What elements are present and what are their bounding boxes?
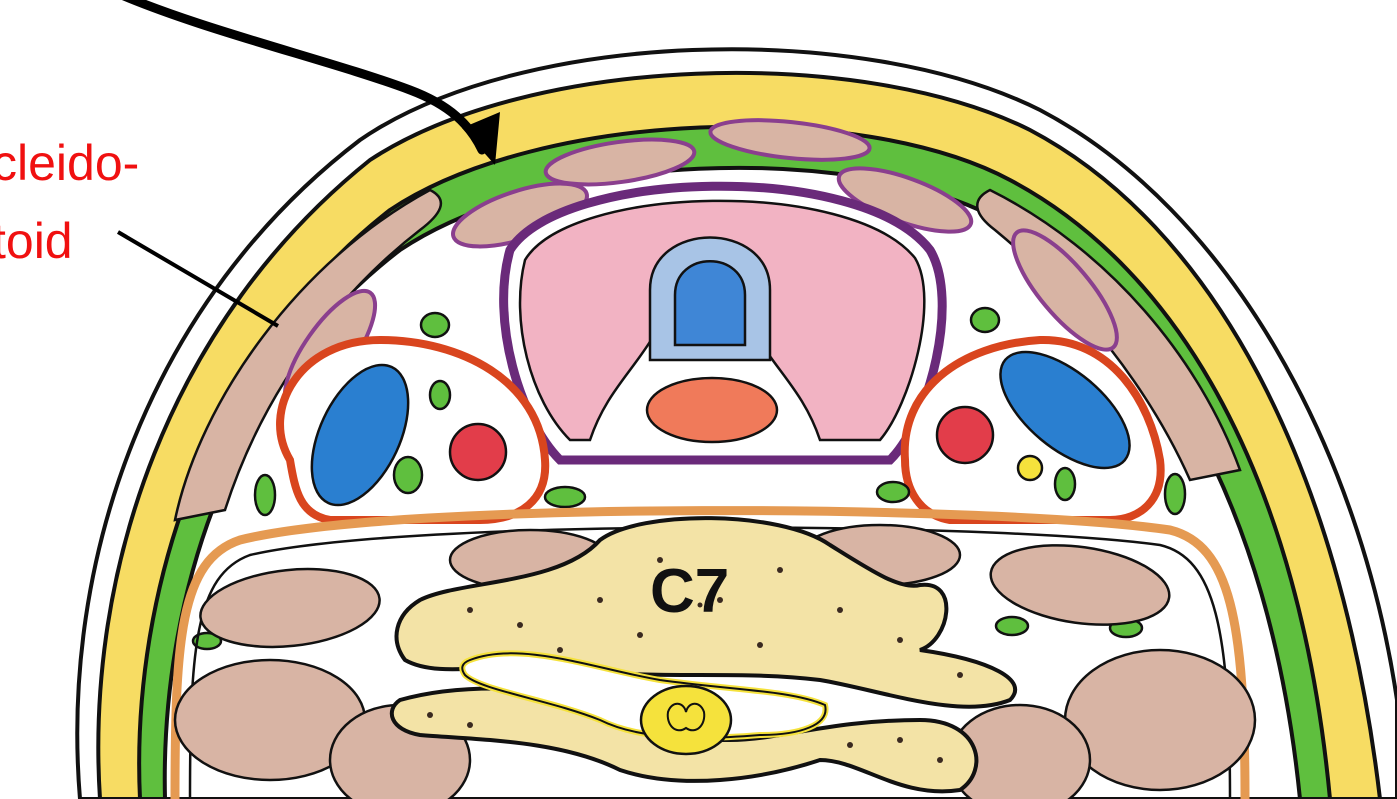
common-carotid-artery-left — [450, 424, 506, 480]
vagus-nerve-right — [1018, 456, 1042, 480]
spinal-cord — [641, 686, 731, 754]
label-sternocleidomastoid-line1: cleido- — [0, 135, 139, 191]
trachea-lumen — [675, 261, 745, 345]
label-vertebra-c7: C7 — [650, 557, 729, 626]
common-carotid-artery-right — [937, 407, 993, 463]
esophagus — [647, 378, 777, 442]
label-sternocleidomastoid-line2: toid — [0, 213, 73, 269]
